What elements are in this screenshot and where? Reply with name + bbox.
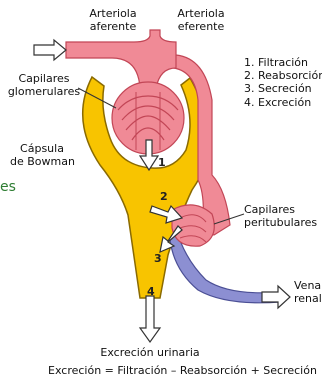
- vein-outflow-arrow: [262, 286, 290, 308]
- step-number-1: 1: [158, 156, 166, 169]
- inflow-arrow: [34, 40, 66, 60]
- step-number-3: 3: [154, 252, 162, 265]
- process-item: 3. Secreción: [244, 82, 322, 95]
- excretion-equation: Excreción = Filtración – Reabsorción + S…: [48, 364, 317, 377]
- excretion-arrow: [140, 296, 160, 342]
- urinary-excretion-label: Excreción urinaria: [78, 346, 222, 359]
- step-number-4: 4: [147, 285, 155, 298]
- step-number-2: 2: [160, 190, 168, 203]
- cropped-side-text: es: [0, 179, 16, 195]
- process-item: 1. Filtración: [244, 56, 322, 69]
- process-list: 1. Filtración 2. Reabsorción 3. Secreció…: [244, 56, 322, 109]
- arteriole-piping: [66, 30, 176, 88]
- process-item: 2. Reabsorción: [244, 69, 322, 82]
- process-item: 4. Excreción: [244, 96, 322, 109]
